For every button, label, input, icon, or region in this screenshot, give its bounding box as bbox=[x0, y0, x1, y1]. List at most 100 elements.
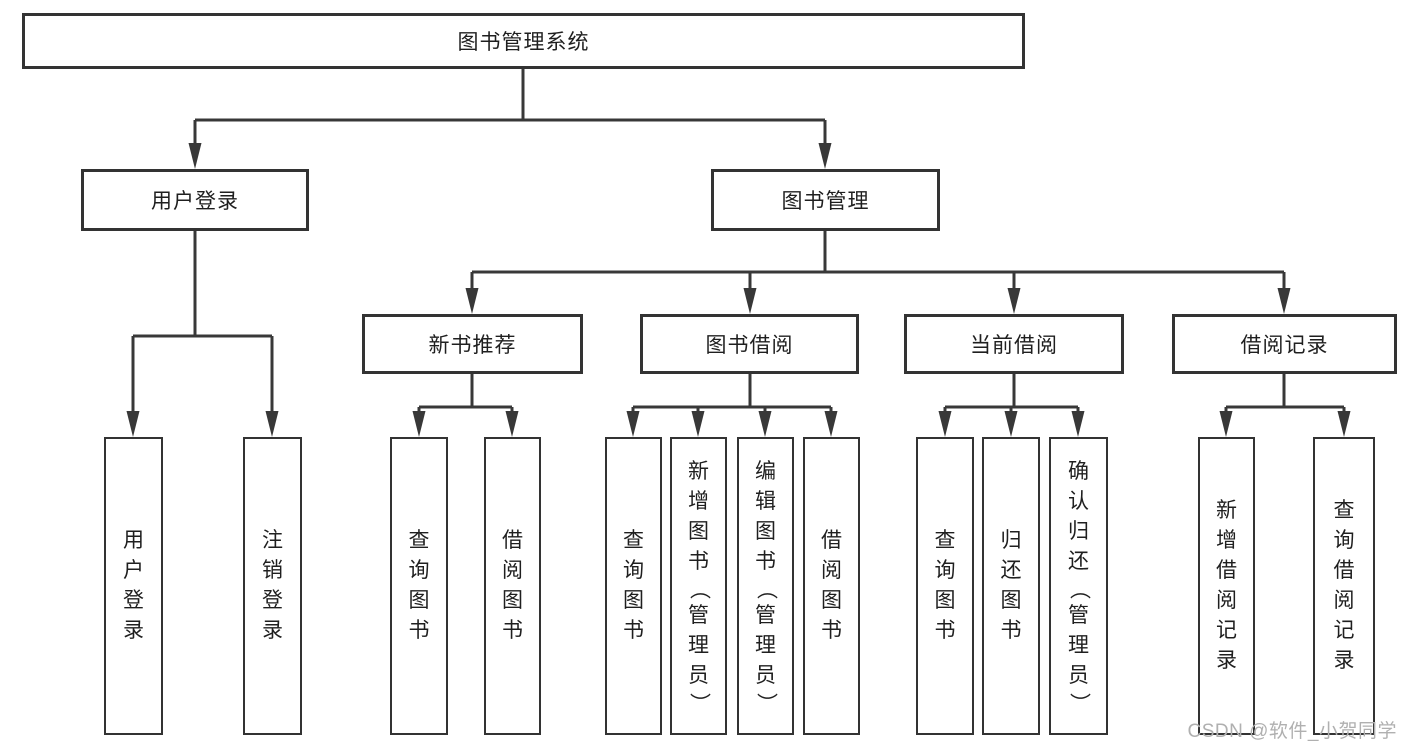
vertical-glyph: 查 bbox=[1333, 499, 1355, 522]
connector-new-book bbox=[417, 374, 514, 413]
vertical-glyph: 录 bbox=[1216, 649, 1237, 672]
vertical-glyph: （ bbox=[1067, 578, 1091, 600]
vertical-glyph: 新 bbox=[688, 460, 709, 483]
vertical-glyph: 登 bbox=[262, 589, 283, 612]
vertical-glyph: 询 bbox=[623, 559, 644, 582]
vertical-glyph: ） bbox=[687, 692, 711, 714]
vertical-glyph: 归 bbox=[1068, 520, 1089, 543]
vertical-glyph: 新 bbox=[1216, 499, 1237, 522]
vertical-glyph: 记 bbox=[1216, 619, 1237, 642]
vertical-glyph: 书 bbox=[755, 550, 776, 573]
node-current-borrow: 当前借阅 bbox=[904, 314, 1124, 374]
node-new-book-recommend: 新书推荐 bbox=[362, 314, 583, 374]
vertical-glyph: 询 bbox=[1333, 529, 1355, 552]
vertical-glyph: 员 bbox=[755, 664, 776, 687]
connector-user-login bbox=[131, 231, 274, 413]
vertical-glyph: 管 bbox=[755, 604, 776, 627]
vertical-glyph: 编 bbox=[755, 460, 776, 483]
vertical-glyph: 录 bbox=[123, 619, 144, 642]
node-borrow-records: 借阅记录 bbox=[1172, 314, 1397, 374]
node-edit-books-admin: 编辑图书 （ 管理员 ） bbox=[737, 437, 794, 735]
node-add-books-admin: 新增图书（管理员） bbox=[670, 437, 727, 735]
vertical-glyph: 登 bbox=[123, 589, 144, 612]
arrowheads bbox=[126, 143, 1351, 437]
vertical-glyph: 阅 bbox=[821, 559, 842, 582]
node-query-books-3: 查询图书 bbox=[916, 437, 974, 735]
vertical-glyph: 员 bbox=[1068, 664, 1089, 687]
vertical-glyph: 查 bbox=[623, 529, 644, 552]
vertical-glyph: 书 bbox=[688, 550, 709, 573]
node-logout-action: 注销登录 bbox=[243, 437, 302, 735]
vertical-glyph: 用 bbox=[123, 529, 144, 552]
vertical-glyph: 借 bbox=[1333, 559, 1355, 582]
vertical-glyph: 辑 bbox=[755, 490, 776, 513]
vertical-glyph: 增 bbox=[1216, 529, 1237, 552]
node-query-borrow-record: 查询借阅记录 bbox=[1313, 437, 1375, 735]
vertical-glyph: 还 bbox=[1000, 559, 1022, 582]
vertical-glyph: 图 bbox=[623, 589, 644, 612]
vertical-glyph: 认 bbox=[1068, 490, 1089, 513]
vertical-glyph: 归 bbox=[1000, 529, 1022, 552]
node-add-borrow-record: 新增借阅记录 bbox=[1198, 437, 1255, 735]
node-query-books-1: 查询图书 bbox=[390, 437, 448, 735]
vertical-glyph: 借 bbox=[1216, 559, 1237, 582]
connector-borrow-records bbox=[1224, 374, 1346, 413]
vertical-glyph: 借 bbox=[502, 529, 523, 552]
connector-book-management bbox=[470, 231, 1286, 290]
vertical-glyph: 户 bbox=[123, 559, 144, 582]
vertical-glyph: 书 bbox=[502, 619, 523, 642]
vertical-glyph: 录 bbox=[262, 619, 283, 642]
connector-current-borrow bbox=[943, 374, 1080, 413]
node-user-login-action: 用户登录 bbox=[104, 437, 163, 735]
vertical-glyph: 理 bbox=[755, 634, 776, 657]
vertical-glyph: 图 bbox=[1000, 589, 1022, 612]
vertical-glyph: 图 bbox=[934, 589, 956, 612]
vertical-glyph: 阅 bbox=[1333, 589, 1355, 612]
node-book-management: 图书管理 bbox=[711, 169, 940, 231]
connector-root bbox=[193, 69, 827, 145]
vertical-glyph: ） bbox=[1067, 692, 1091, 714]
vertical-glyph: 注 bbox=[262, 529, 283, 552]
node-book-borrow: 图书借阅 bbox=[640, 314, 859, 374]
vertical-glyph: 图 bbox=[755, 520, 776, 543]
vertical-glyph: 图 bbox=[502, 589, 523, 612]
vertical-glyph: 管 bbox=[1068, 604, 1089, 627]
node-confirm-return-admin: 确认归还 （ 管理员 ） bbox=[1049, 437, 1108, 735]
vertical-glyph: 图 bbox=[408, 589, 430, 612]
vertical-glyph: 确 bbox=[1068, 460, 1089, 483]
vertical-glyph: 书 bbox=[934, 619, 956, 642]
vertical-glyph: 书 bbox=[1000, 619, 1022, 642]
vertical-glyph: 图 bbox=[821, 589, 842, 612]
vertical-glyph: 员 bbox=[688, 664, 709, 687]
vertical-glyph: 书 bbox=[821, 619, 842, 642]
vertical-glyph: 查 bbox=[934, 529, 956, 552]
node-library-management-system: 图书管理系统 bbox=[22, 13, 1025, 69]
vertical-glyph: 录 bbox=[1333, 649, 1355, 672]
vertical-glyph: 理 bbox=[688, 634, 709, 657]
vertical-glyph: 销 bbox=[262, 559, 283, 582]
vertical-glyph: 阅 bbox=[502, 559, 523, 582]
vertical-glyph: （ bbox=[687, 578, 711, 600]
vertical-glyph: 查 bbox=[408, 529, 430, 552]
vertical-glyph: 还 bbox=[1068, 550, 1089, 573]
vertical-glyph: 借 bbox=[821, 529, 842, 552]
vertical-glyph: 书 bbox=[623, 619, 644, 642]
vertical-glyph: 询 bbox=[934, 559, 956, 582]
vertical-glyph: ） bbox=[754, 692, 778, 714]
vertical-glyph: 书 bbox=[408, 619, 430, 642]
node-borrow-books-2: 借阅图书 bbox=[803, 437, 860, 735]
node-query-books-2: 查询图书 bbox=[605, 437, 662, 735]
vertical-glyph: 理 bbox=[1068, 634, 1089, 657]
vertical-glyph: 增 bbox=[688, 490, 709, 513]
vertical-glyph: 图 bbox=[688, 520, 709, 543]
connector-book-borrow bbox=[631, 374, 833, 413]
node-user-login: 用户登录 bbox=[81, 169, 309, 231]
node-borrow-books-1: 借阅图书 bbox=[484, 437, 541, 735]
csdn-watermark: CSDN @软件_小贺同学 bbox=[1187, 721, 1397, 742]
node-return-books: 归还图书 bbox=[982, 437, 1040, 735]
vertical-glyph: 阅 bbox=[1216, 589, 1237, 612]
vertical-glyph: 询 bbox=[408, 559, 430, 582]
vertical-glyph: （ bbox=[754, 578, 778, 600]
